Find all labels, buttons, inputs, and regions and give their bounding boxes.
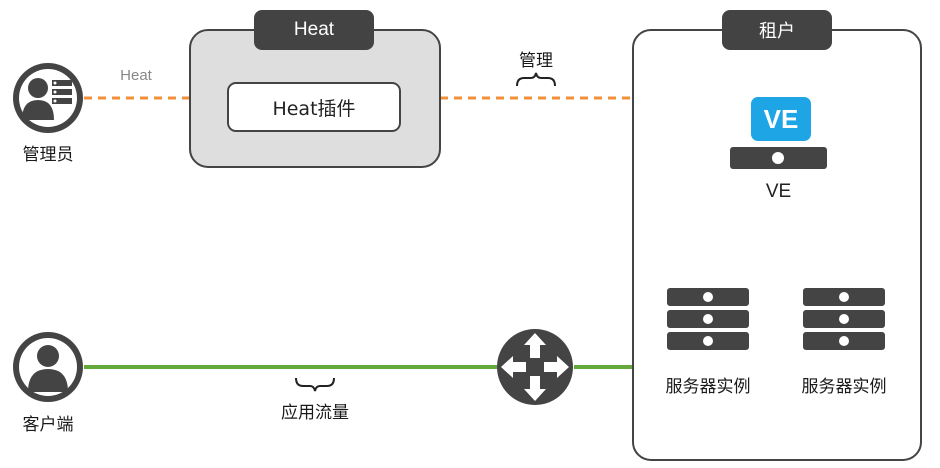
tenant-title-pill: 租户	[722, 10, 832, 50]
traffic-label: 应用流量	[281, 403, 349, 423]
ve-label: VE	[765, 181, 792, 202]
traffic-brace-icon	[295, 377, 335, 392]
client-user-icon	[13, 332, 83, 402]
server-stack-icon	[667, 288, 749, 350]
heat-plugin-text: Heat插件	[272, 97, 356, 120]
ve-badge-text: VE	[763, 103, 799, 134]
server-label-2: 服务器实例	[801, 377, 887, 397]
ve-badge: VE	[751, 97, 811, 141]
tenant-title: 租户	[759, 21, 795, 42]
heat-plugin-box	[227, 82, 401, 132]
router-icon	[497, 329, 573, 405]
heat-plugin-label: Heat插件	[228, 83, 400, 131]
server-stack-icon	[803, 288, 885, 350]
management-label: 管理	[519, 51, 553, 71]
client-label: 客户端	[22, 415, 74, 435]
server-label-1: 服务器实例	[665, 377, 751, 397]
ve-appliance-icon	[730, 97, 827, 169]
admin-heat-link-label: Heat	[120, 67, 152, 84]
heat-title-pill: Heat	[254, 10, 374, 50]
heat-title: Heat	[293, 19, 335, 40]
admin-label: 管理员	[22, 145, 74, 165]
management-brace-icon	[516, 72, 556, 87]
admin-user-icon	[13, 63, 83, 133]
